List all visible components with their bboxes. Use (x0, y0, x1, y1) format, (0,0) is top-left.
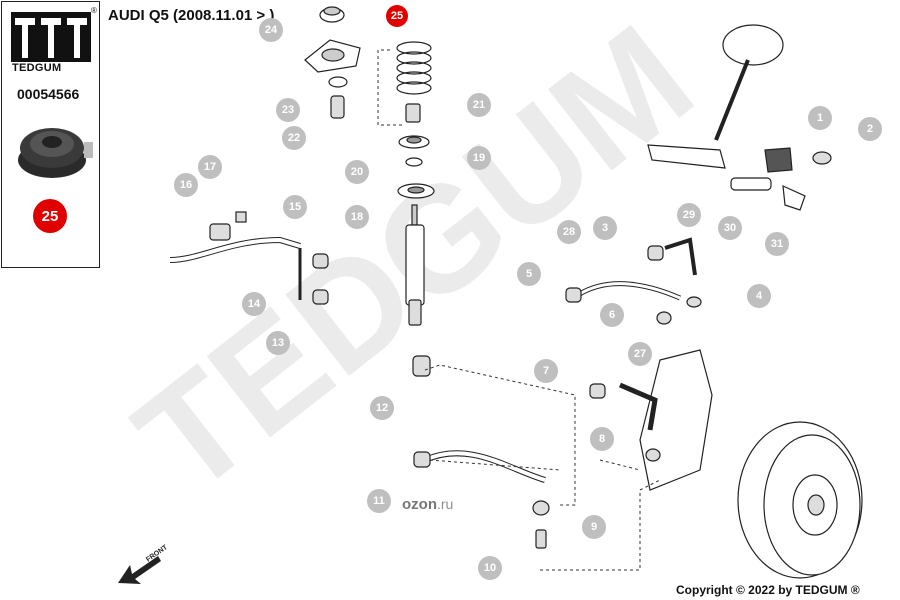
callout-13[interactable]: 13 (266, 331, 290, 355)
callout-3[interactable]: 3 (593, 216, 617, 240)
steering-drawing (647, 24, 832, 211)
callout-12[interactable]: 12 (370, 396, 394, 420)
site-watermark-suffix: .ru (437, 496, 454, 512)
callout-11[interactable]: 11 (367, 489, 391, 513)
part-photo (18, 128, 93, 178)
callout-17[interactable]: 17 (198, 155, 222, 179)
highlight-number-badge: 25 (33, 199, 67, 233)
callout-5[interactable]: 5 (517, 262, 541, 286)
callout-2[interactable]: 2 (858, 117, 882, 141)
callout-18[interactable]: 18 (345, 205, 369, 229)
brand-name: TEDGUM (12, 62, 62, 74)
callout-22[interactable]: 22 (282, 126, 306, 150)
coil-spring-drawing (396, 41, 432, 95)
callout-14[interactable]: 14 (242, 292, 266, 316)
product-panel: ® TEDGUM 00054566 25 (1, 1, 100, 268)
wheel-drawing (737, 421, 863, 579)
callout-28[interactable]: 28 (557, 220, 581, 244)
tedgum-logo (11, 12, 91, 62)
callout-4[interactable]: 4 (747, 284, 771, 308)
vehicle-title[interactable]: AUDI Q5 (2008.11.01 > ) (108, 7, 275, 24)
shock-absorber-drawing (405, 204, 425, 326)
callout-30[interactable]: 30 (718, 216, 742, 240)
callout-8[interactable]: 8 (590, 427, 614, 451)
callout-16[interactable]: 16 (174, 173, 198, 197)
callout-20[interactable]: 20 (345, 160, 369, 184)
callout-10[interactable]: 10 (478, 556, 502, 580)
callout-24[interactable]: 24 (259, 18, 283, 42)
part-number: 00054566 (17, 86, 80, 102)
callout-27[interactable]: 27 (628, 342, 652, 366)
site-watermark-prefix: ozon (402, 496, 437, 513)
site-watermark: ozon.ru (402, 496, 453, 513)
callout-21[interactable]: 21 (467, 93, 491, 117)
callout-1[interactable]: 1 (808, 106, 832, 130)
callout-23[interactable]: 23 (276, 98, 300, 122)
copyright-text: Copyright © 2022 by TEDGUM ® (676, 583, 860, 597)
strut-mount-drawing (304, 6, 361, 119)
callout-25[interactable]: 25 (386, 5, 408, 27)
callout-6[interactable]: 6 (600, 303, 624, 327)
callout-7[interactable]: 7 (534, 359, 558, 383)
registered-mark: ® (91, 6, 97, 15)
callout-31[interactable]: 31 (765, 232, 789, 256)
callout-29[interactable]: 29 (677, 203, 701, 227)
callout-9[interactable]: 9 (582, 515, 606, 539)
front-arrow-icon: FRONT (118, 544, 169, 584)
callout-15[interactable]: 15 (283, 195, 307, 219)
callout-19[interactable]: 19 (467, 146, 491, 170)
